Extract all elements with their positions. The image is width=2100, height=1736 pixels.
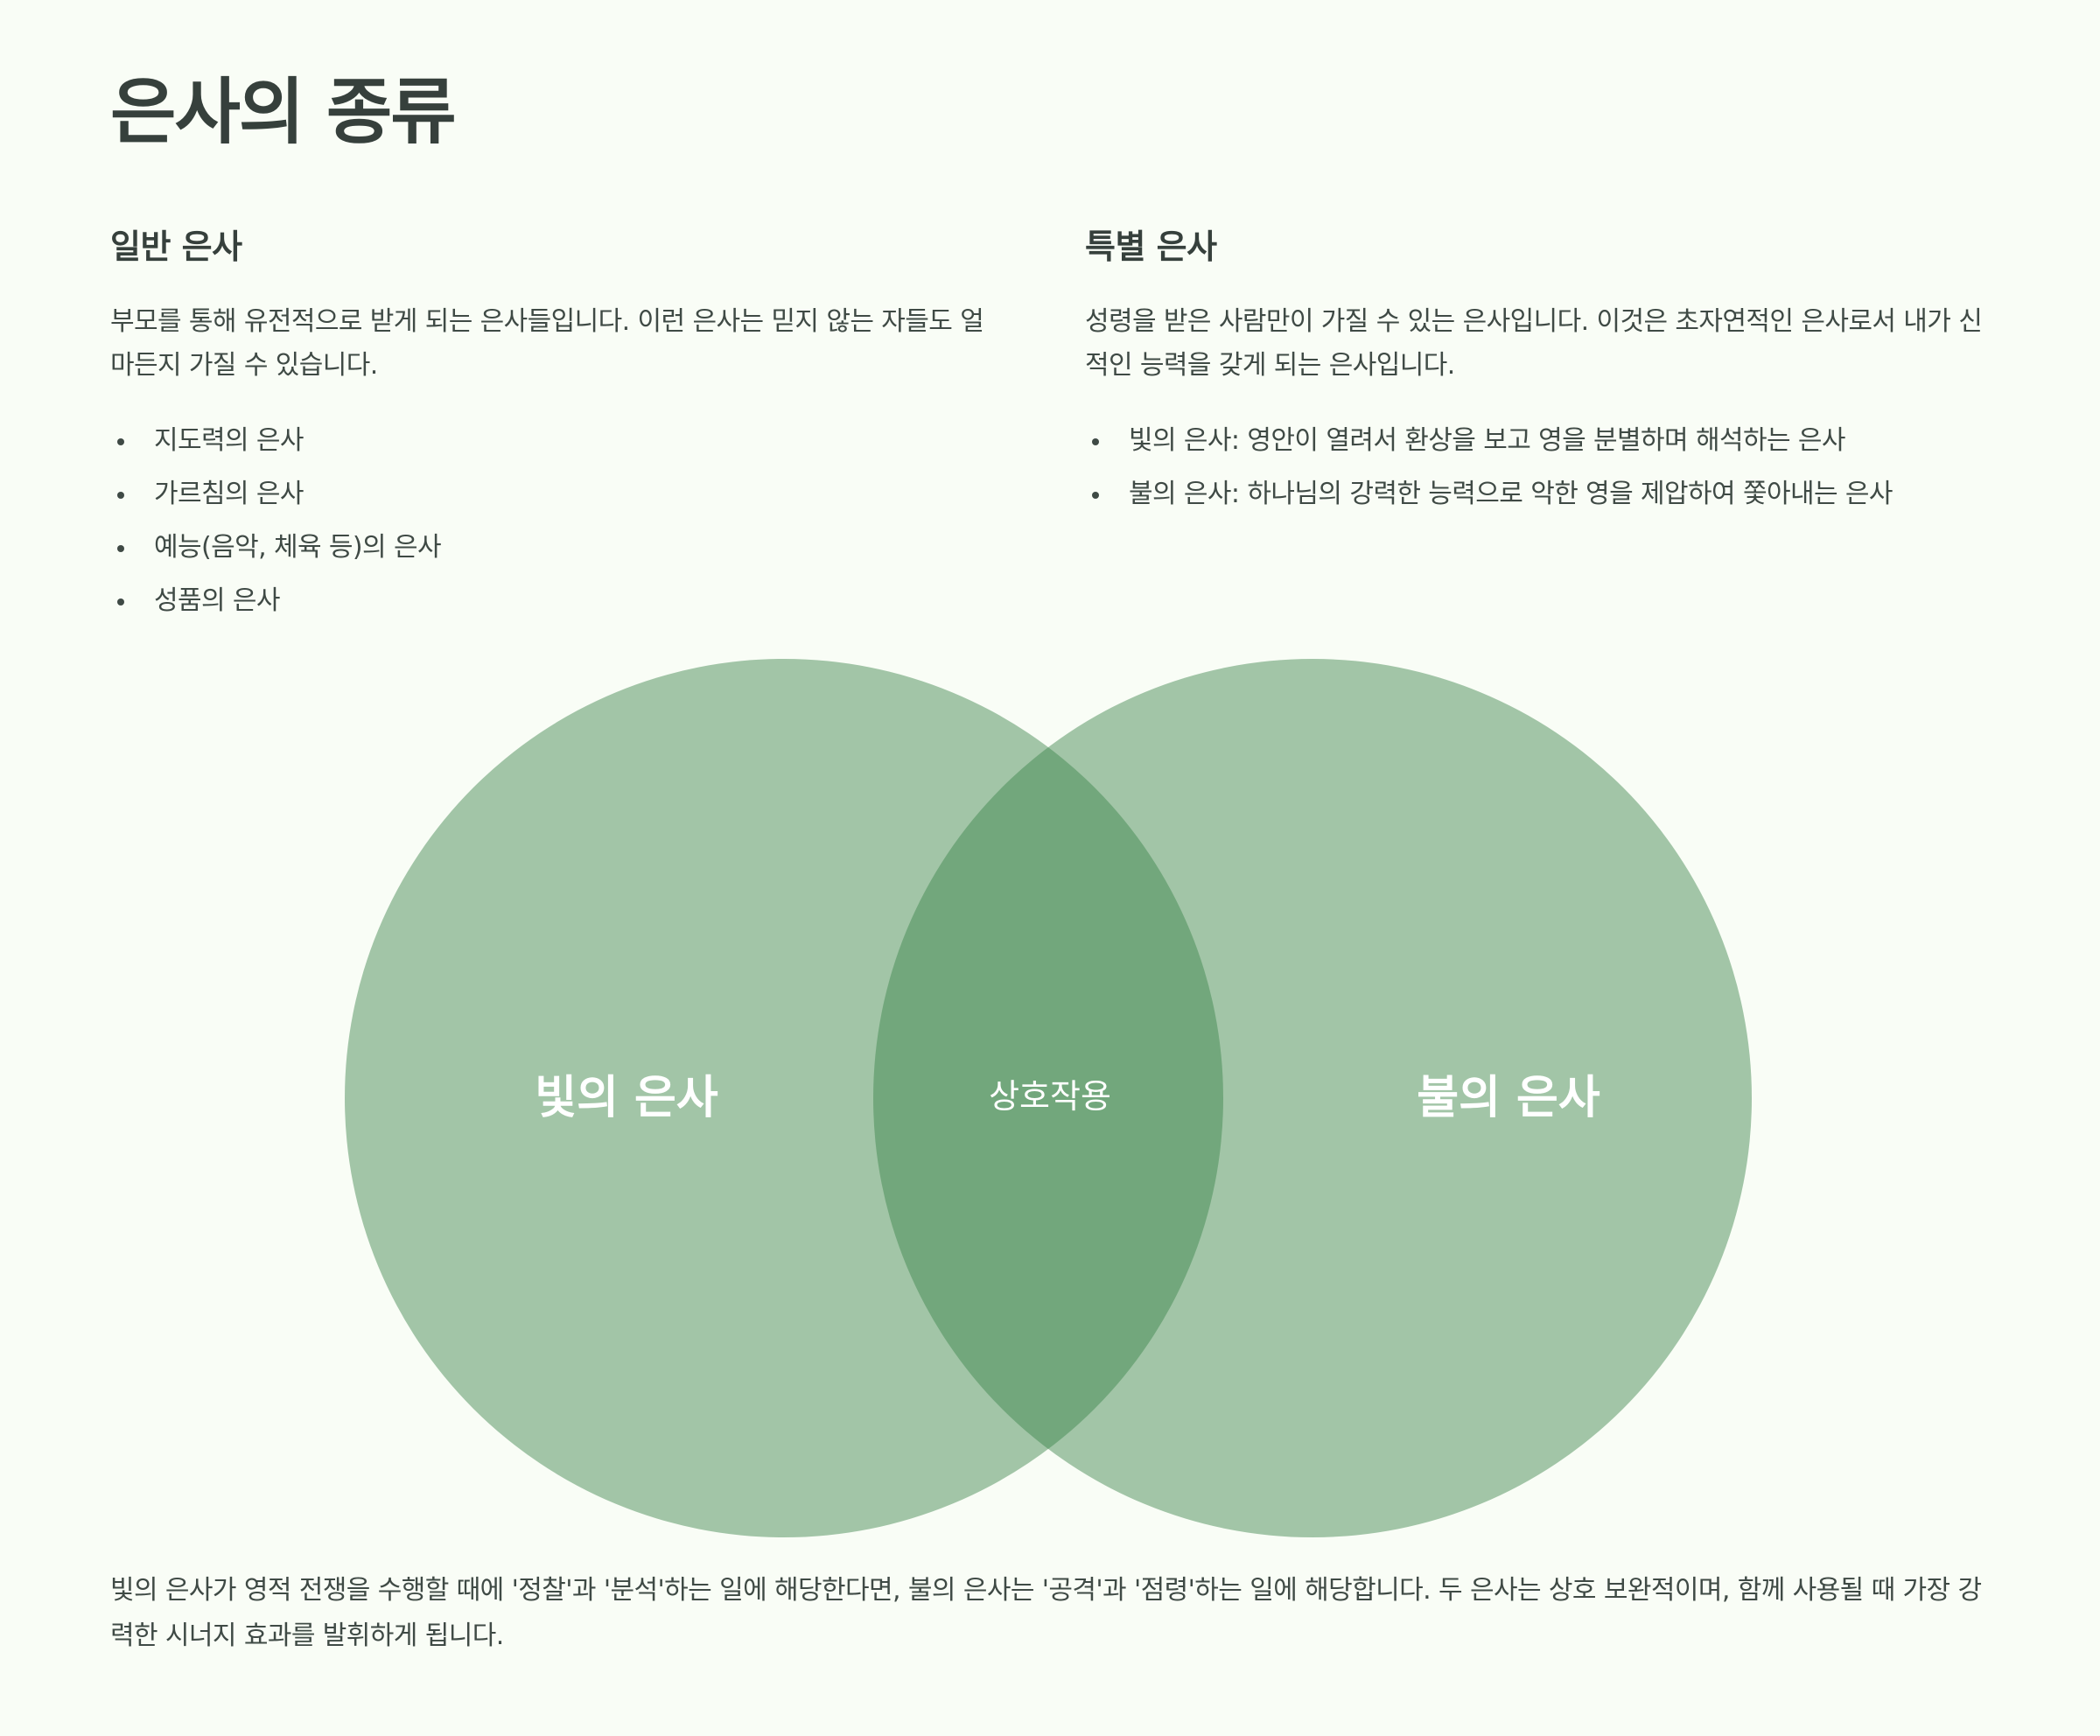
general-gifts-list: 지도력의 은사 가르침의 은사 예능(음악, 체육 등)의 은사 성품의 은사	[110, 414, 1003, 627]
special-gifts-section: 특별 은사 성령을 받은 사람만이 가질 수 있는 은사입니다. 이것은 초자연…	[1085, 226, 1986, 521]
list-item: 불의 은사: 하나님의 강력한 능력으로 악한 영을 제압하여 쫓아내는 은사	[1085, 467, 1986, 521]
list-item: 지도력의 은사	[110, 414, 1003, 467]
special-gifts-heading: 특별 은사	[1085, 228, 1217, 266]
list-item: 성품의 은사	[110, 574, 1003, 627]
venn-label-interaction: 상호작용	[989, 1077, 1111, 1116]
venn-label-light: 빛의 은사	[535, 1072, 718, 1124]
venn-diagram: 빛의 은사 상호작용 불의 은사	[0, 648, 2100, 1549]
special-gifts-description: 성령을 받은 사람만이 가질 수 있는 은사입니다. 이것은 초자연적인 은사로…	[1085, 306, 1983, 382]
special-gifts-list: 빛의 은사: 영안이 열려서 환상을 보고 영을 분별하며 해석하는 은사 불의…	[1085, 414, 1986, 521]
list-item: 가르침의 은사	[110, 467, 1003, 521]
general-gifts-description: 부모를 통해 유전적으로 받게 되는 은사들입니다. 이런 은사는 믿지 않는 …	[110, 306, 984, 382]
summary-text: 빛의 은사가 영적 전쟁을 수행할 때에 '정찰'과 '분석'하는 일에 해당한…	[110, 1575, 1982, 1651]
venn-svg: 빛의 은사 상호작용 불의 은사	[345, 659, 1752, 1537]
general-gifts-heading: 일반 은사	[110, 228, 242, 266]
list-item: 예능(음악, 체육 등)의 은사	[110, 521, 1003, 574]
page-title: 은사의 종류	[110, 71, 457, 154]
venn-overlap-region	[873, 659, 1223, 1537]
venn-label-fire: 불의 은사	[1417, 1072, 1600, 1124]
general-gifts-section: 일반 은사 부모를 통해 유전적으로 받게 되는 은사들입니다. 이런 은사는 …	[110, 226, 1003, 627]
list-item: 빛의 은사: 영안이 열려서 환상을 보고 영을 분별하며 해석하는 은사	[1085, 414, 1986, 467]
